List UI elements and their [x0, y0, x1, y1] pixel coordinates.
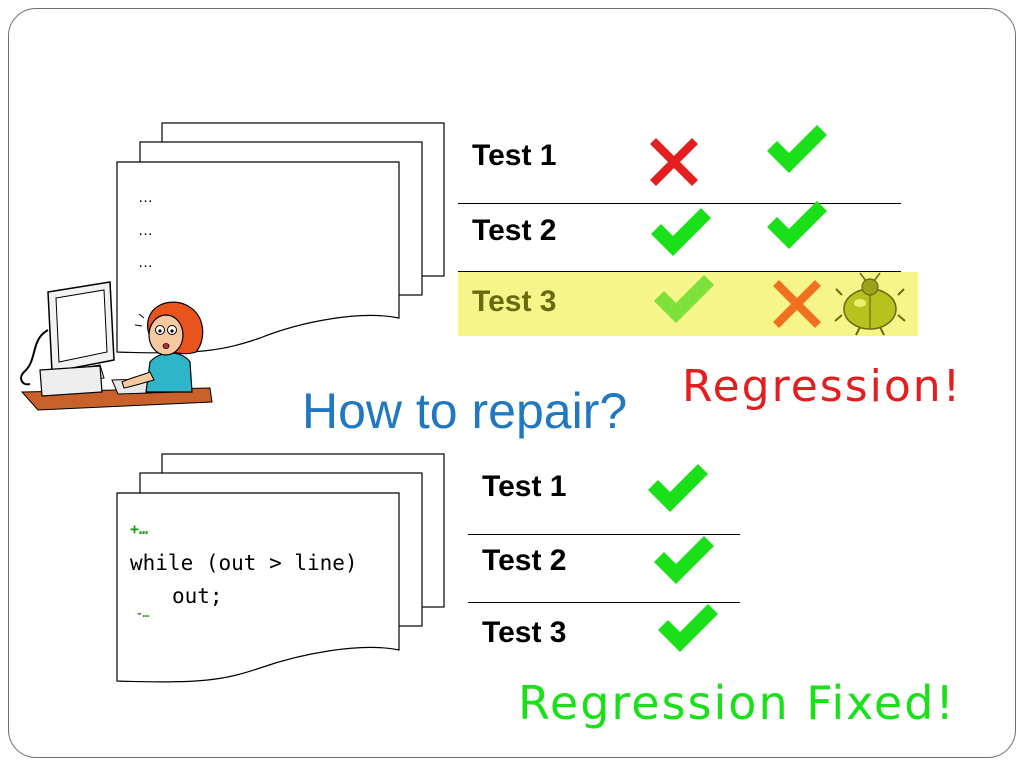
regression-label: Regression!	[682, 361, 963, 412]
code-ellipsis-2: …	[138, 222, 153, 239]
cross-icon	[773, 280, 821, 328]
test-1-label: Test 1	[482, 470, 567, 503]
test-1-label: Test 1	[472, 139, 557, 172]
check-icon	[658, 604, 718, 652]
code-line-while: while (out > line)	[130, 551, 358, 575]
separator	[458, 203, 901, 204]
test-3-label: Test 3	[472, 285, 557, 318]
regression-fixed-label: Regression Fixed!	[518, 676, 956, 730]
code-removed-marker: -…	[136, 607, 150, 620]
test-2-label: Test 2	[482, 544, 567, 577]
test-3-label: Test 3	[482, 616, 567, 649]
code-line-out: out;	[172, 584, 223, 608]
code-ellipsis-3: …	[138, 254, 153, 271]
check-icon	[651, 208, 711, 256]
check-icon	[654, 275, 714, 323]
check-icon	[767, 201, 827, 249]
bug-icon	[834, 272, 906, 336]
check-icon	[648, 464, 708, 512]
separator	[468, 534, 740, 535]
cross-icon	[650, 138, 698, 186]
check-icon	[654, 536, 714, 584]
separator	[458, 271, 901, 272]
code-ellipsis-1: …	[138, 189, 153, 206]
code-added-marker: +…	[130, 520, 149, 538]
test-2-label: Test 2	[472, 214, 557, 247]
check-icon	[767, 125, 827, 173]
separator	[468, 602, 740, 603]
question-text: How to repair?	[302, 383, 628, 439]
